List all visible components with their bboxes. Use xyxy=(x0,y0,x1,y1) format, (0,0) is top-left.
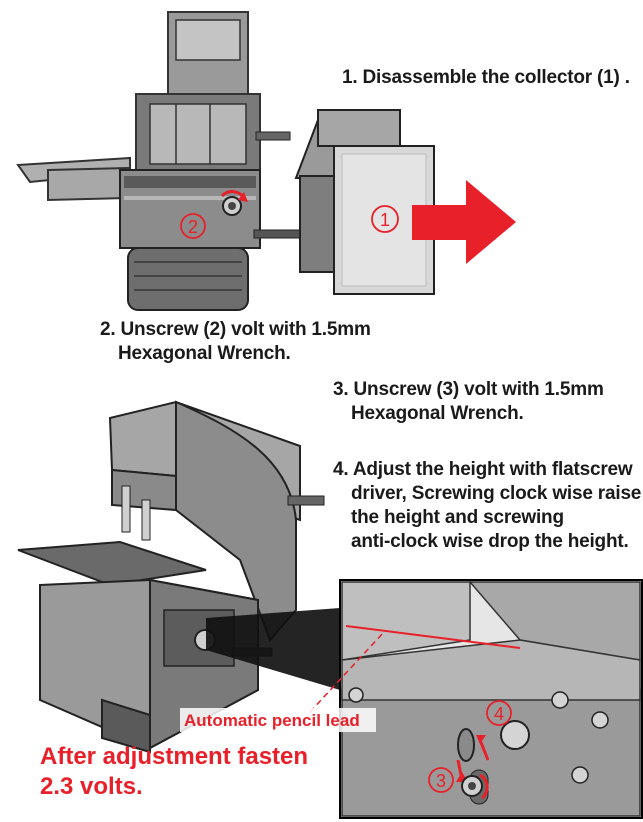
collector-part xyxy=(294,109,435,295)
callout-2: 2 xyxy=(188,217,198,237)
step-4: 4. Adjust the height with flatscrew driv… xyxy=(333,458,641,554)
machine-top xyxy=(16,11,301,311)
step-4-line3: the height and screwing xyxy=(351,507,564,528)
step-3: 3. Unscrew (3) volt with 1.5mm Hexagonal… xyxy=(333,378,604,426)
callout-3: 3 xyxy=(436,771,446,791)
step-4-line4: anti-clock wise drop the height. xyxy=(351,531,629,552)
detail-inset xyxy=(339,579,643,819)
step-1: 1. Disassemble the collector (1) . xyxy=(342,66,630,90)
final-note-line2: 2.3 volts. xyxy=(40,773,143,800)
step-2-line1: 2. Unscrew (2) volt with 1.5mm xyxy=(100,319,371,340)
callout-4: 4 xyxy=(494,704,504,724)
final-note: After adjustment fasten 2.3 volts. xyxy=(40,742,308,802)
step-3-line1: 3. Unscrew (3) volt with 1.5mm xyxy=(333,379,604,400)
pencil-lead-label: Automatic pencil lead xyxy=(184,711,360,730)
direction-arrow xyxy=(412,180,516,264)
step-4-line1: 4. Adjust the height with flatscrew xyxy=(333,459,633,480)
zoom-beam xyxy=(206,608,340,690)
callout-1: 1 xyxy=(380,210,390,230)
step-1-line1: 1. Disassemble the collector (1) . xyxy=(342,67,630,88)
step-3-line2: Hexagonal Wrench. xyxy=(351,403,524,424)
step-2-line2: Hexagonal Wrench. xyxy=(118,343,291,364)
step-2: 2. Unscrew (2) volt with 1.5mm Hexagonal… xyxy=(100,318,371,366)
lead-leader-line xyxy=(309,631,385,713)
machine-bottom xyxy=(17,400,325,754)
final-note-line1: After adjustment fasten xyxy=(40,743,309,770)
step-4-line2: driver, Screwing clock wise raise xyxy=(351,483,642,504)
